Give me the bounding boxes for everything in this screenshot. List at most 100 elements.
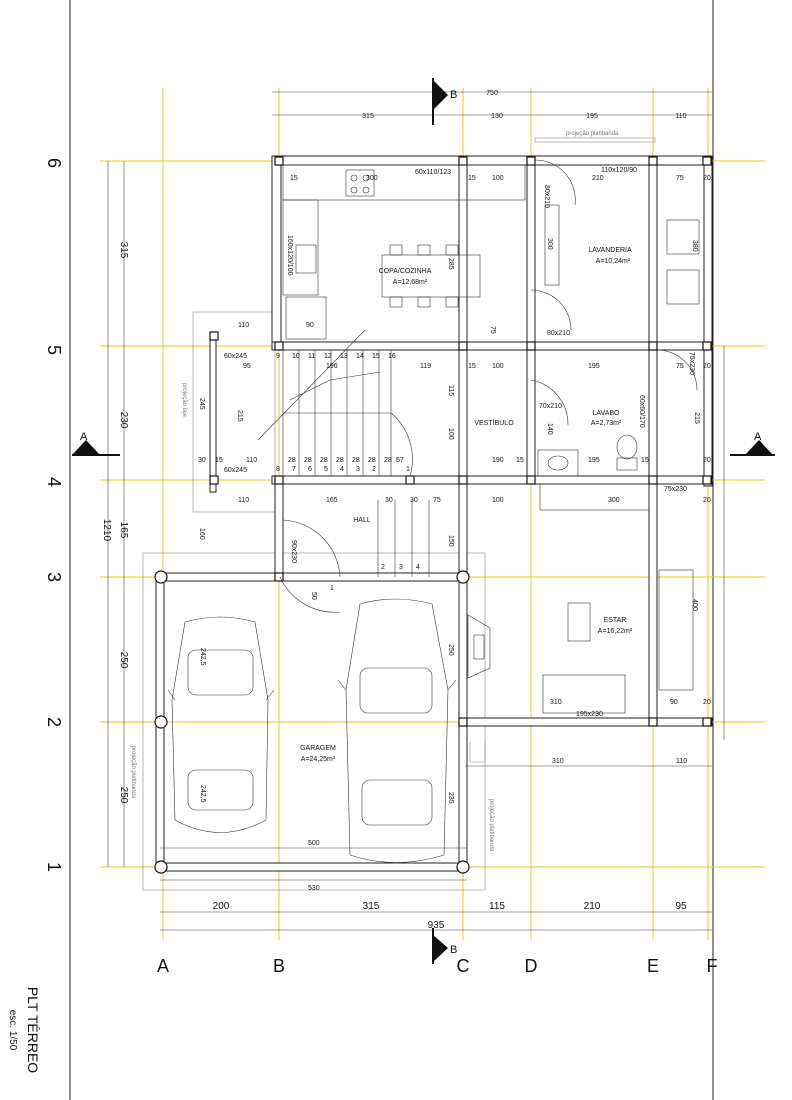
garage-door-arc [279,576,341,613]
stair-step-bottom: 7 [292,466,296,473]
note-projecao-laje: projeção laje [181,383,187,418]
room-lavanderia-area: A=10,24m² [596,258,631,265]
note-door-estar: 75x230 [664,486,687,493]
dim-row5: 119 [420,363,431,370]
note-projecao-platibanda-right: projeção platibanda [488,799,494,852]
sofa-right [658,569,694,691]
axis-col-f: F [707,956,718,976]
estar-sideboard [539,483,650,511]
kitchen-sink [295,244,317,274]
dim-vertical: 245 [198,398,205,410]
wall-north [271,155,709,166]
stair-step-top: 13 [340,353,348,360]
dim-row6: 300 [366,175,378,182]
laje-projection [192,311,276,513]
plan-scale: esc. 1/50 [7,1010,18,1051]
stair-step-top: 14 [356,353,364,360]
dim-row4: 110 [246,457,257,464]
dim-row4: 15 [215,457,223,464]
column-a1 [154,860,168,874]
note-door-lavabo: 70x210 [539,403,562,410]
dim-bottom-2: 315 [363,901,380,912]
plan-title-block: PLT TÉRREO esc. 1/50 [7,987,41,1073]
dim-bottom-total: 935 [428,920,445,931]
platibanda-top-outline [534,137,656,143]
note-win-cozinha: 160x120/100 [286,235,293,276]
note-d300: 300 [546,238,553,250]
dim-row4b: 20 [703,497,711,504]
wall-west-kitchen [271,155,282,351]
axis-col-c: C [457,956,470,976]
wall-c-mid [458,345,468,727]
dim-row6: 15 [468,175,476,182]
room-vestibulo-name: VESTÍBULO [474,418,514,427]
note-door-lav2: 80x210 [547,330,570,337]
column-c6 [458,156,468,166]
dim-row6: 20 [703,175,711,182]
dim-row4: 195 [588,457,600,464]
axis-row-4: 4 [44,477,64,487]
column-f2 [702,717,712,727]
section-a-left-label: A [80,431,88,443]
hall-step-number: 1 [330,585,334,592]
stair-step-bottom: 3 [356,466,360,473]
dim-row5: 100 [492,363,504,370]
room-garagem-area: A=24,25m² [301,756,336,763]
dim-left-3: 165 [118,522,129,539]
column-b4 [274,475,284,485]
note-win-esc2: 60x245 [224,467,247,474]
wall-e-mid [648,345,658,727]
dim-row5: 95 [243,363,251,370]
annotation-labels: projeção platibanda projeção laje projeç… [130,131,698,852]
kitchen-counter [282,164,526,201]
section-b-top-label: B [450,89,457,101]
stove [345,169,375,197]
dim-left-total: 1210 [101,519,112,542]
column-mid4 [405,475,415,485]
dim-row4: 57 [396,457,404,464]
wall-d-mid [526,345,536,485]
wall-garage-south [155,862,468,872]
plan-title: PLT TÉRREO [25,987,41,1073]
lavabo-counter [537,449,579,477]
axis-col-b: B [273,956,285,976]
coffee-table [567,602,591,642]
chair [389,244,403,256]
hall-steps [279,159,698,613]
dim-row4: 20 [703,457,711,464]
chair [417,296,431,308]
stair-arrow [289,371,381,401]
dim-row4b: 110 [238,497,249,504]
dim-left-2: 230 [118,412,129,429]
dim-row6: 15 [290,175,298,182]
room-copa-area: A=12,68m² [393,279,428,286]
column-e2 [648,717,658,727]
column-d6 [526,156,536,166]
chair [417,244,431,256]
car-right [337,598,457,863]
kitchen-counter-side [282,199,319,296]
room-hall-name: HALL [353,517,371,524]
room-lavanderia-name: LAVANDERIA [588,247,632,254]
stair-tread-dim: 28 [320,457,328,464]
lav-door-arc2 [534,159,576,206]
hall-door-arc [282,519,341,578]
columns [154,156,712,874]
column-a4 [209,475,219,485]
dim-bottom-4: 210 [584,901,601,912]
platibanda-right-outline [469,742,486,763]
dim-row4b: 30 [385,497,393,504]
dim-row2: 20 [703,699,711,706]
hall-step-number: 4 [416,564,420,571]
dim-left-5: 250 [118,787,129,804]
stair-step-top: 11 [308,353,315,360]
internal-dimensions: 15 300 15 100 210 75 20 110 90 95 196 11… [198,175,711,892]
column-e6 [648,156,658,166]
dim-vertical: 140 [546,423,553,435]
section-a-left-marker [72,440,100,455]
stair-step-bottom: 2 [372,466,376,473]
column-b6 [274,156,284,166]
note-win-copa: 60x110/123 [415,169,451,176]
wall-e-upper [648,155,658,351]
column-f6 [702,156,712,166]
